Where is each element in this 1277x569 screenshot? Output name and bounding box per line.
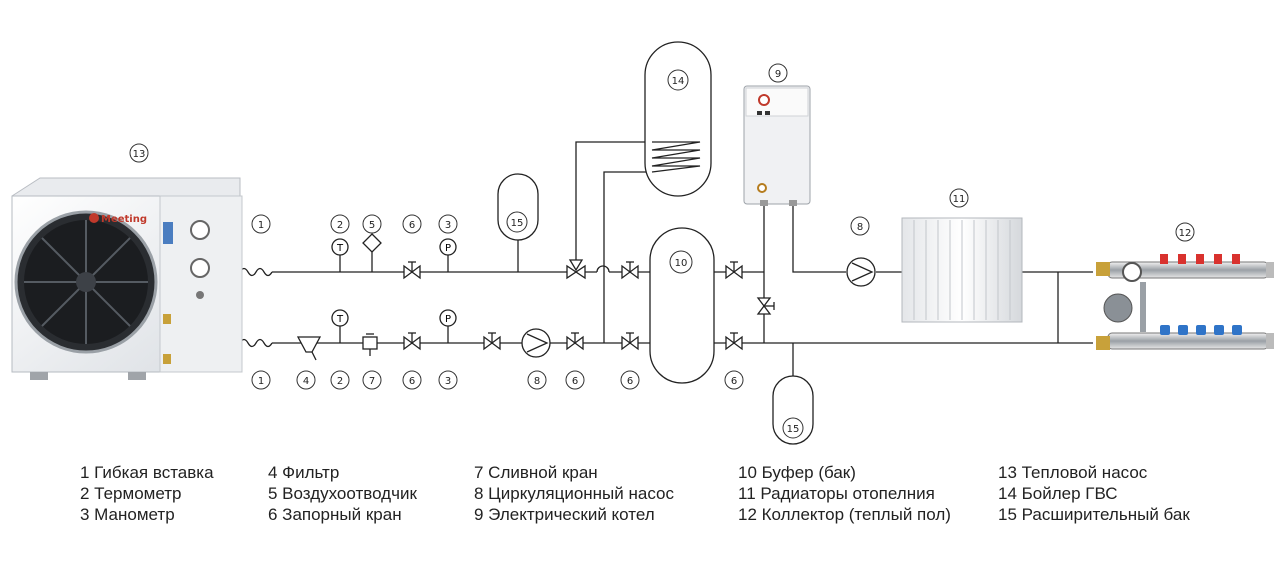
legend-column-4: 10 Буфер (бак) 11 Радиаторы отопелния 12… [738, 462, 951, 525]
filter-icon [296, 336, 322, 353]
callout-9: 9 [775, 69, 781, 80]
unit-gauge-2 [190, 258, 210, 278]
brand-label: Meeting [101, 214, 147, 225]
callout-8: 8 [534, 376, 540, 387]
flex-insert-supply [239, 267, 273, 277]
manifold-pump-icon [1103, 293, 1133, 323]
callout-2: 2 [337, 220, 343, 231]
radiator [901, 217, 1023, 323]
manometer-symbol-return: P [445, 314, 451, 325]
three-way-valve [566, 264, 586, 280]
return-fittings [296, 257, 876, 361]
legend-column-1: 1 Гибкая вставка 2 Термометр 3 Манометр [80, 462, 214, 525]
callout-1: 1 [258, 220, 264, 231]
thermometer-supply [331, 238, 349, 256]
thermometer-symbol-return: T [336, 314, 344, 325]
dhw-boiler-tank [644, 41, 712, 197]
pipes [239, 141, 1093, 378]
legend-item: 12 Коллектор (теплый пол) [738, 505, 951, 524]
manifold-gauge-icon [1122, 262, 1142, 282]
drain-valve-icon [362, 336, 378, 350]
legend-item: 6 Запорный кран [268, 505, 402, 524]
legend-item: 7 Сливной кран [474, 463, 598, 482]
legend-item: 10 Буфер (бак) [738, 463, 856, 482]
unit-gauge-1 [190, 220, 210, 240]
flex-insert-return [239, 338, 273, 348]
legend-item: 14 Бойлер ГВС [998, 484, 1118, 503]
legend-item: 3 Манометр [80, 505, 175, 524]
callout-1: 1 [258, 376, 264, 387]
circulation-pump-return [521, 328, 551, 358]
callout-15: 15 [511, 218, 524, 229]
manometer-return [439, 309, 457, 327]
callout-6: 6 [627, 376, 633, 387]
manifold [1096, 254, 1274, 350]
callout-5: 5 [369, 220, 375, 231]
supply-fittings [331, 233, 743, 280]
electric-boiler [743, 85, 811, 206]
callout-8: 8 [857, 222, 863, 233]
callout-6: 6 [731, 376, 737, 387]
thermometer-symbol-supply: T [336, 243, 344, 254]
legend-item: 15 Расширительный бак [998, 505, 1190, 524]
callout-2: 2 [337, 376, 343, 387]
legend-item: 13 Тепловой насос [998, 463, 1148, 482]
callout-13: 13 [133, 149, 146, 160]
callout-6: 6 [409, 376, 415, 387]
callout-14: 14 [672, 76, 685, 87]
thermometer-return [331, 309, 349, 327]
legend-item: 5 Воздухоотводчик [268, 484, 417, 503]
callout-3: 3 [445, 220, 451, 231]
legend-item: 8 Циркуляционный насос [474, 484, 674, 503]
callout-10: 10 [675, 258, 688, 269]
legend-column-2: 4 Фильтр 5 Воздухоотводчик 6 Запорный кр… [268, 462, 417, 525]
legend-item: 2 Термометр [80, 484, 182, 503]
heat-pump-unit: Meeting [11, 177, 243, 380]
callout-12: 12 [1179, 228, 1192, 239]
boiler-dial-icon [758, 94, 770, 106]
callout-4: 4 [303, 376, 309, 387]
legend-column-5: 13 Тепловой насос 14 Бойлер ГВС 15 Расши… [998, 462, 1190, 525]
legend-item: 4 Фильтр [268, 463, 340, 482]
brand-logo-icon [89, 213, 99, 223]
callout-6: 6 [409, 220, 415, 231]
callout-11: 11 [953, 194, 966, 205]
legend-item: 9 Электрический котел [474, 505, 655, 524]
callout-labels: 1 1 2 2 3 3 4 5 6 6 6 6 6 7 8 8 9 10 11 … [133, 69, 1192, 435]
callout-7: 7 [369, 376, 375, 387]
legend-column-3: 7 Сливной кран 8 Циркуляционный насос 9 … [474, 462, 674, 525]
manometer-supply [439, 238, 457, 256]
boiler-coil [651, 141, 701, 173]
legend-item: 11 Радиаторы отопелния [738, 484, 935, 503]
callout-6: 6 [572, 376, 578, 387]
callouts [129, 63, 1195, 439]
circulation-pump-heating [846, 257, 876, 287]
legend-item: 1 Гибкая вставка [80, 463, 214, 482]
air-vent-icon [362, 233, 382, 253]
callout-3: 3 [445, 376, 451, 387]
manometer-symbol-supply: P [445, 243, 451, 254]
callout-15: 15 [787, 424, 800, 435]
buffer-tank [649, 227, 715, 384]
